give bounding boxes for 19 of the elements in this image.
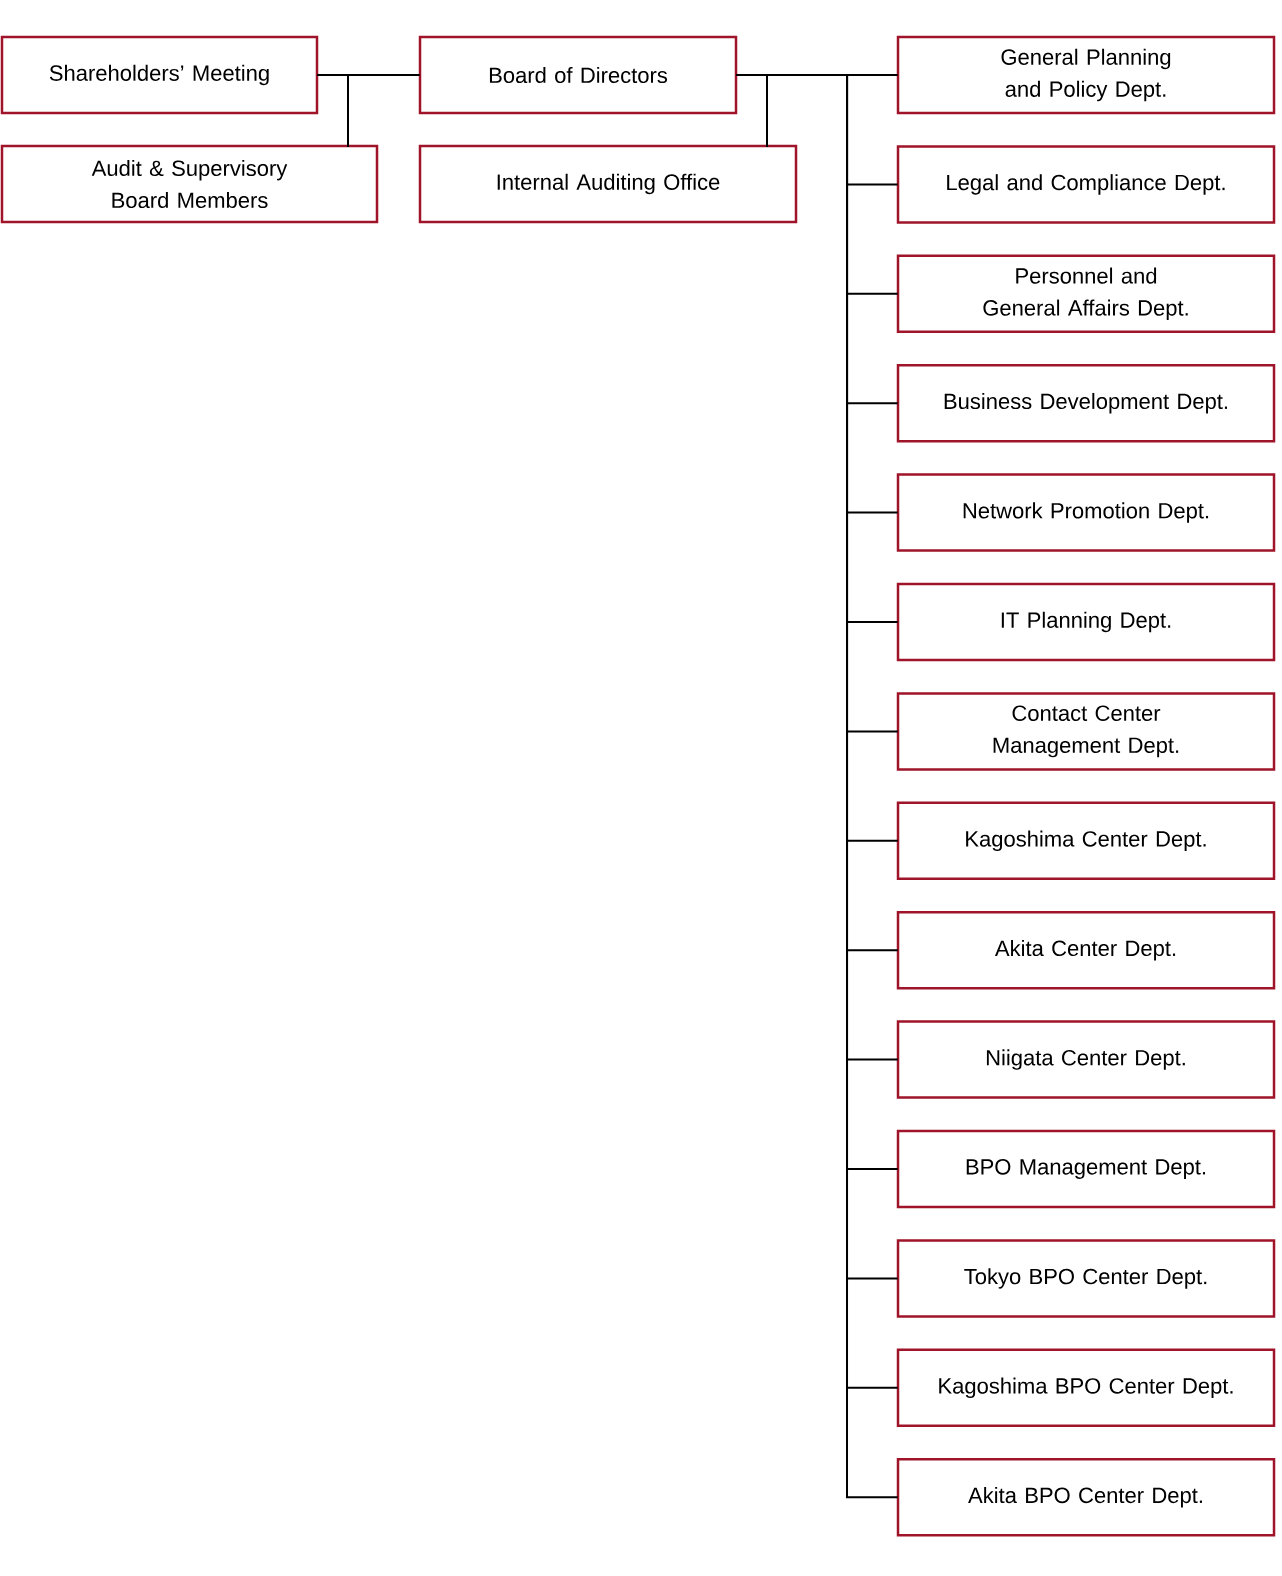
org-box: Niigata Center Dept. [896, 1020, 1276, 1099]
org-box: Akita Center Dept. [896, 910, 1276, 990]
org-box: BPO Management Dept. [896, 1129, 1276, 1209]
org-box: Kagoshima Center Dept. [896, 801, 1276, 881]
org-box: Network Promotion Dept. [896, 473, 1276, 552]
org-box: Kagoshima BPO Center Dept. [896, 1348, 1276, 1428]
org-box: Legal and Compliance Dept. [896, 145, 1276, 224]
org-box: Personnel and General Affairs Dept. [896, 254, 1276, 334]
org-box: Shareholders’ Meeting [0, 35, 319, 115]
org-box: Tokyo BPO Center Dept. [896, 1239, 1276, 1318]
connector-line [317, 74, 349, 147]
org-box: Board of Directors [418, 35, 738, 115]
org-box: Internal Auditing Office [418, 144, 798, 224]
org-box: Audit & Supervisory Board Members [0, 144, 379, 224]
org-box: Contact Center Management Dept. [896, 692, 1276, 771]
org-box: Akita BPO Center Dept. [896, 1457, 1276, 1537]
org-box: General Planning and Policy Dept. [896, 35, 1276, 115]
org-box: Business Development Dept. [896, 363, 1276, 443]
org-box: IT Planning Dept. [896, 582, 1276, 662]
